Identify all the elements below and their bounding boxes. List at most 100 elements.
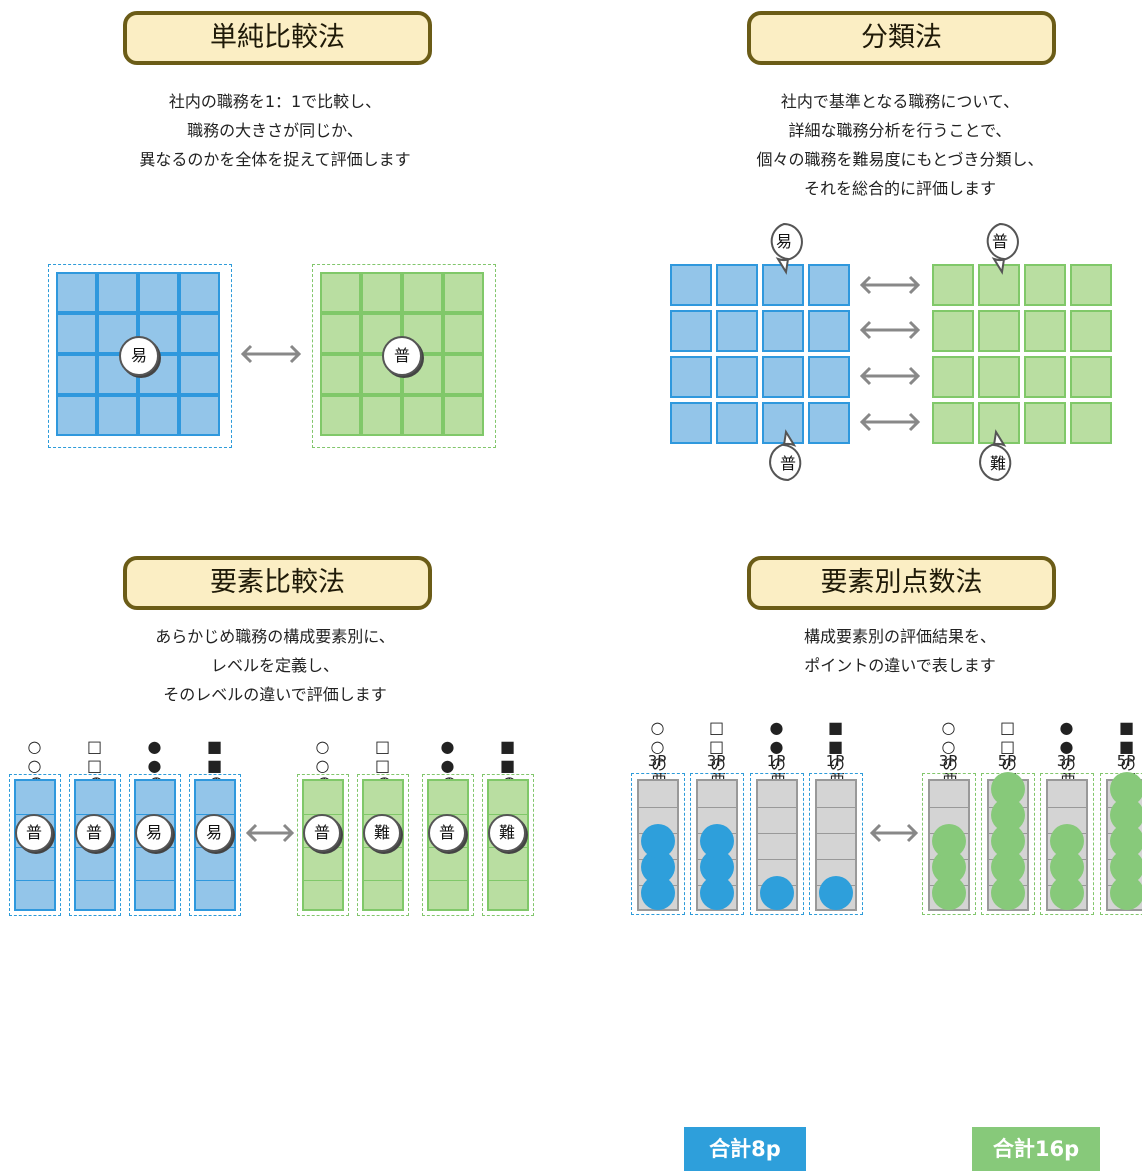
column-frame <box>482 774 534 916</box>
grid-cell <box>670 264 712 306</box>
grid-cell <box>808 356 850 398</box>
grid-cell <box>670 402 712 444</box>
grid-cell <box>56 395 97 436</box>
grid-cell <box>320 395 361 436</box>
grid-cell <box>1070 356 1112 398</box>
grid-cell <box>1024 264 1066 306</box>
grid-cell <box>361 395 402 436</box>
grid-cell <box>179 272 220 313</box>
grid-cell <box>762 356 804 398</box>
column-frame <box>1040 773 1094 915</box>
classify-left-top-callout: 易 <box>764 222 804 275</box>
grid-cell <box>443 354 484 395</box>
column-divider <box>16 880 54 881</box>
column-divider <box>930 807 968 808</box>
grid-cell <box>56 354 97 395</box>
simple-left-grid <box>56 272 220 436</box>
simple-title: 単純比較法 <box>123 11 432 65</box>
point-dot <box>760 876 794 910</box>
level-badge: 普 <box>428 814 466 852</box>
column-divider <box>364 880 402 881</box>
double-arrow-icon <box>859 366 921 386</box>
grid-cell <box>179 354 220 395</box>
point-title: 要素別点数法 <box>747 556 1056 610</box>
classify-right-grid <box>932 264 1112 444</box>
grid-cell <box>443 313 484 354</box>
double-arrow-icon <box>859 275 921 295</box>
desc-line: 職務の大きさが同じか、 <box>187 121 363 140</box>
classify-description: 社内で基準となる職務について、 詳細な職務分析を行うことで、 個々の職務を難易度… <box>640 87 1142 203</box>
column-divider <box>639 807 677 808</box>
points-text: 3P <box>647 752 667 770</box>
column-frame <box>297 774 349 916</box>
column-frame <box>129 774 181 916</box>
double-arrow-icon <box>245 823 295 843</box>
simple-right-frame <box>312 264 496 448</box>
grid-cell <box>361 272 402 313</box>
double-arrow-icon <box>240 344 302 364</box>
column-divider <box>758 859 796 860</box>
column-frame <box>750 773 804 915</box>
points-text: 1P <box>766 752 786 770</box>
column-divider <box>429 880 467 881</box>
column-frame <box>69 774 121 916</box>
grid-cell <box>179 395 220 436</box>
point-dot <box>1110 772 1142 806</box>
points-text: 1P <box>825 752 845 770</box>
grid-cell <box>932 402 974 444</box>
column-divider <box>758 833 796 834</box>
classify-right-top-callout: 普 <box>980 222 1020 275</box>
points-text: 5P <box>997 752 1017 770</box>
grid-cell <box>716 310 758 352</box>
point-dot <box>700 824 734 858</box>
column-frame <box>809 773 863 915</box>
double-arrow-icon <box>859 320 921 340</box>
grid-cell <box>443 395 484 436</box>
desc-line: 社内の職務を1：1で比較し、 <box>168 92 382 111</box>
double-arrow-icon <box>869 823 919 843</box>
desc-line: それを総合的に評価します <box>803 179 996 198</box>
column-divider <box>817 859 855 860</box>
column-frame <box>922 773 976 915</box>
desc-line: あらかじめ職務の構成要素別に、 <box>155 627 395 646</box>
points-text: 5P <box>1116 752 1136 770</box>
level-badge: 易 <box>195 814 233 852</box>
grid-cell <box>97 395 138 436</box>
grid-cell <box>808 310 850 352</box>
grid-cell <box>320 272 361 313</box>
column-divider <box>758 807 796 808</box>
point-dot <box>641 824 675 858</box>
column-divider <box>817 833 855 834</box>
level-badge: 易 <box>135 814 173 852</box>
grid-cell <box>716 402 758 444</box>
desc-line: レベルを定義し、 <box>210 656 339 675</box>
column-frame <box>189 774 241 916</box>
grid-cell <box>762 264 804 306</box>
grid-cell <box>762 402 804 444</box>
column-divider <box>304 880 342 881</box>
point-dot <box>991 772 1025 806</box>
grid-cell <box>56 313 97 354</box>
grid-cell <box>670 356 712 398</box>
classify-right-bottom-callout: 難 <box>978 429 1018 482</box>
grid-cell <box>138 395 179 436</box>
classify-title: 分類法 <box>747 11 1056 65</box>
grid-cell <box>1024 356 1066 398</box>
grid-cell <box>402 272 443 313</box>
grid-cell <box>179 313 220 354</box>
grid-cell <box>1070 264 1112 306</box>
column-divider <box>136 880 174 881</box>
column-divider <box>76 880 114 881</box>
column-frame <box>690 773 744 915</box>
column-divider <box>698 807 736 808</box>
column-frame <box>357 774 409 916</box>
grid-cell <box>56 272 97 313</box>
grid-cell <box>978 356 1020 398</box>
grid-cell <box>1070 402 1112 444</box>
point-dot <box>932 824 966 858</box>
grid-cell <box>97 313 138 354</box>
callout-label: 易 <box>775 232 792 251</box>
grid-cell <box>932 310 974 352</box>
level-badge: 普 <box>303 814 341 852</box>
callout-label: 普 <box>779 454 796 473</box>
